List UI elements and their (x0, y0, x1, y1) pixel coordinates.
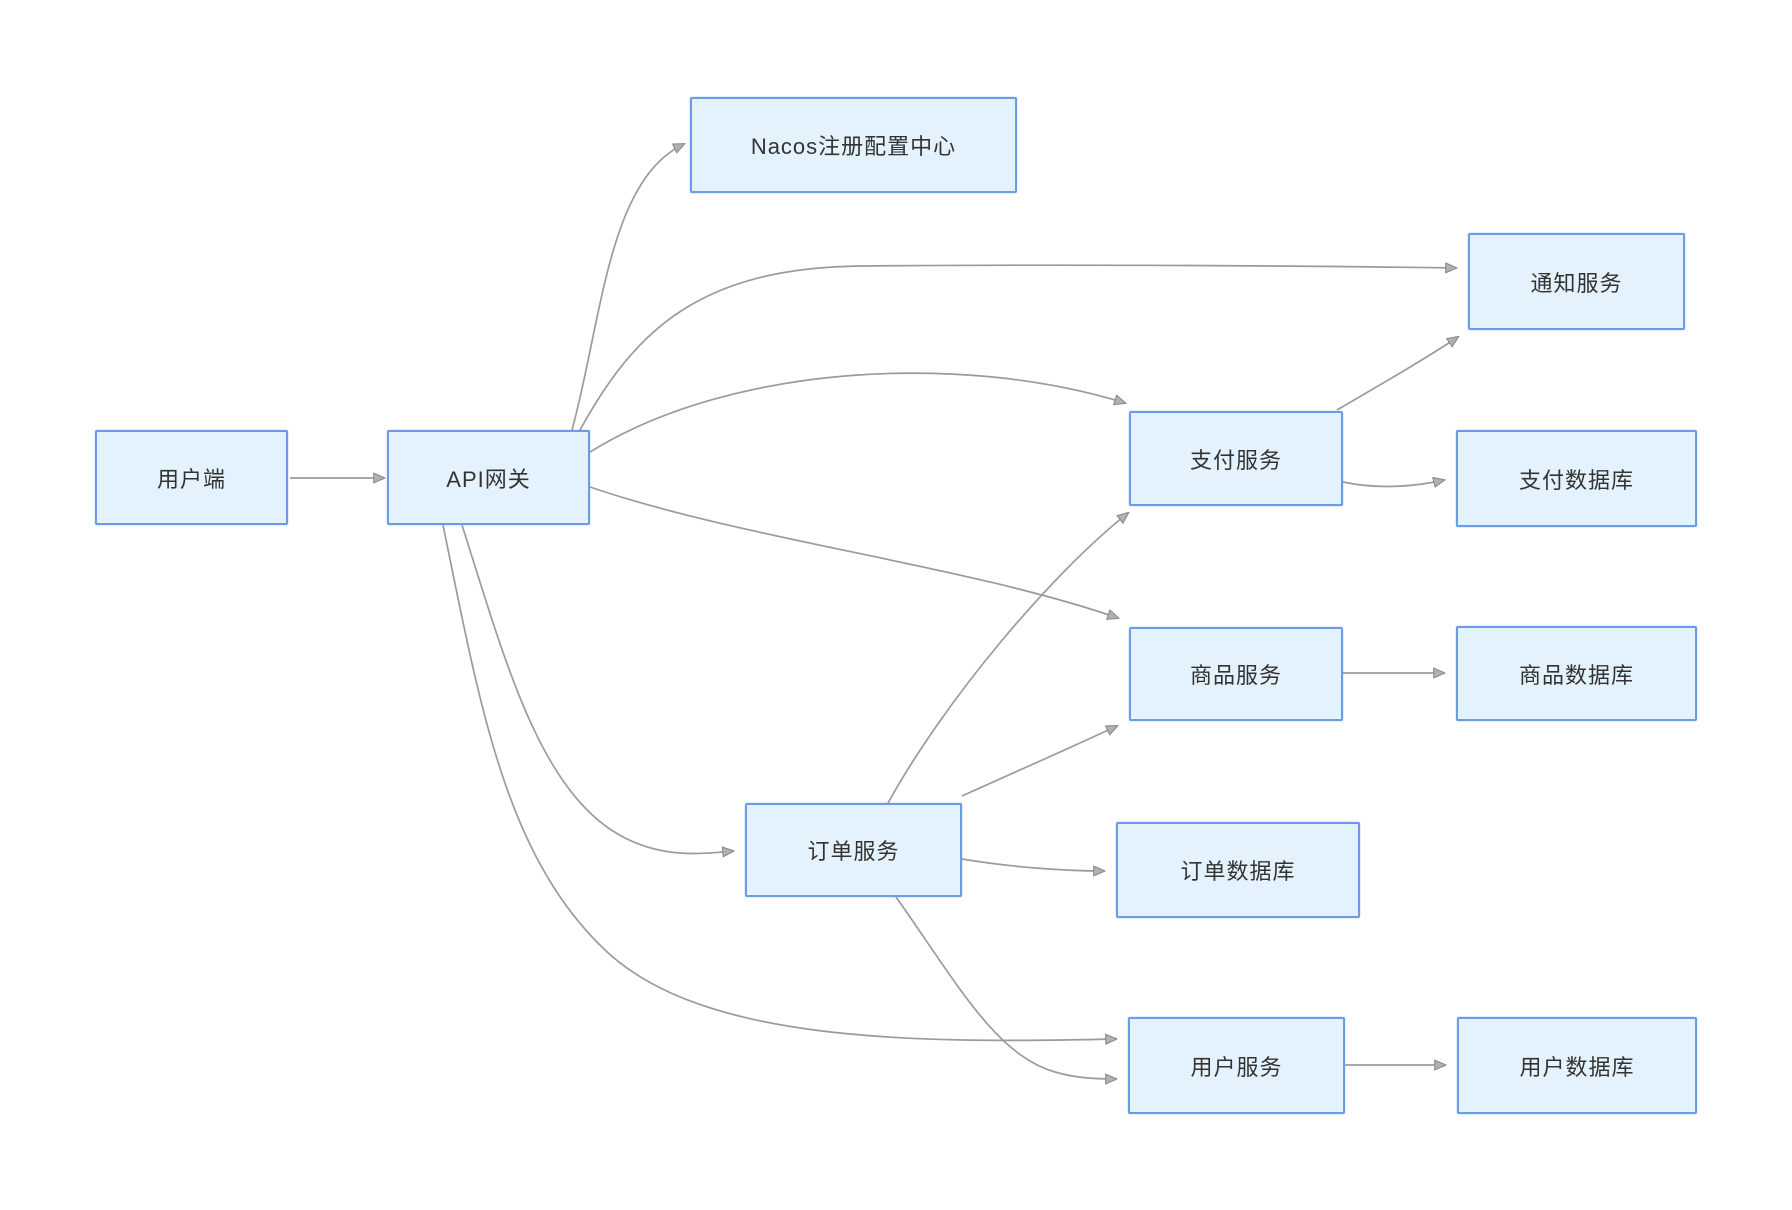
node-label-user-service: 用户服务 (1190, 1054, 1283, 1080)
node-user-client[interactable]: 用户端 (95, 430, 288, 525)
node-product-service[interactable]: 商品服务 (1129, 627, 1343, 721)
node-pay-service[interactable]: 支付服务 (1129, 411, 1343, 506)
edge-api-gateway-to-pay-service (589, 372, 1125, 453)
node-label-api-gateway: API网关 (446, 466, 531, 492)
node-nacos-registry[interactable]: Nacos注册配置中心 (690, 97, 1017, 193)
node-label-notify-service: 通知服务 (1530, 270, 1623, 296)
edge-api-gateway-to-notify-service (579, 265, 1456, 431)
node-label-order-service: 订单服务 (807, 839, 900, 864)
node-order-service[interactable]: 订单服务 (745, 803, 962, 897)
edge-api-gateway-to-user-service (442, 524, 1116, 1040)
node-label-user-client: 用户端 (156, 466, 226, 492)
node-label-product-service: 商品服务 (1189, 663, 1282, 688)
node-label-order-db: 订单数据库 (1180, 859, 1296, 884)
node-notify-service[interactable]: 通知服务 (1468, 233, 1685, 330)
edge-order-service-to-product-service (961, 726, 1117, 797)
edge-order-service-to-order-db (961, 858, 1104, 871)
edge-order-service-to-pay-service (887, 513, 1128, 804)
node-api-gateway[interactable]: API网关 (387, 430, 590, 525)
node-label-pay-service: 支付服务 (1189, 447, 1282, 473)
node-label-nacos-registry: Nacos注册配置中心 (750, 134, 957, 159)
node-label-pay-db: 支付数据库 (1518, 467, 1634, 493)
node-label-product-db: 商品数据库 (1518, 662, 1634, 688)
node-label-user-db: 用户数据库 (1519, 1054, 1635, 1080)
edge-order-service-to-user-service (895, 896, 1116, 1079)
edge-pay-service-to-pay-db (1342, 480, 1444, 486)
edge-pay-service-to-notify-service (1336, 337, 1458, 411)
node-product-db[interactable]: 商品数据库 (1456, 626, 1697, 721)
edge-api-gateway-to-order-service (461, 524, 733, 853)
node-user-db[interactable]: 用户数据库 (1457, 1017, 1697, 1114)
node-user-service[interactable]: 用户服务 (1128, 1017, 1345, 1114)
edge-api-gateway-to-nacos-registry (571, 144, 684, 431)
node-pay-db[interactable]: 支付数据库 (1456, 430, 1697, 527)
node-order-db[interactable]: 订单数据库 (1116, 822, 1360, 918)
edge-api-gateway-to-product-service (589, 486, 1118, 618)
